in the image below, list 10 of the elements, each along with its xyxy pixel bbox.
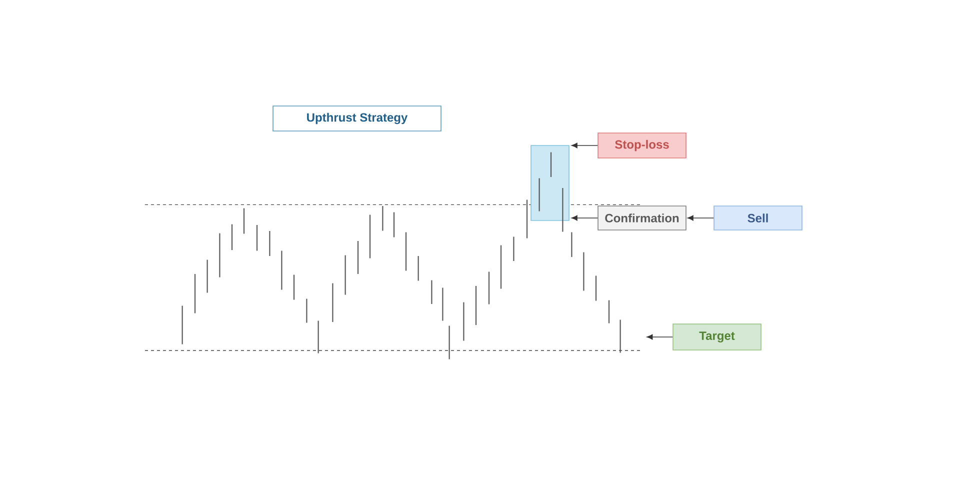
title-box: Upthrust Strategy <box>272 106 442 132</box>
arrow <box>646 334 673 340</box>
arrow <box>571 142 598 148</box>
label-box: Stop-loss <box>598 132 686 158</box>
arrow <box>571 215 598 221</box>
highlight-box <box>530 145 570 221</box>
label-box: Target <box>672 324 762 350</box>
label-box: Confirmation <box>598 206 686 230</box>
arrow <box>687 215 714 221</box>
label-box: Sell <box>714 206 802 230</box>
